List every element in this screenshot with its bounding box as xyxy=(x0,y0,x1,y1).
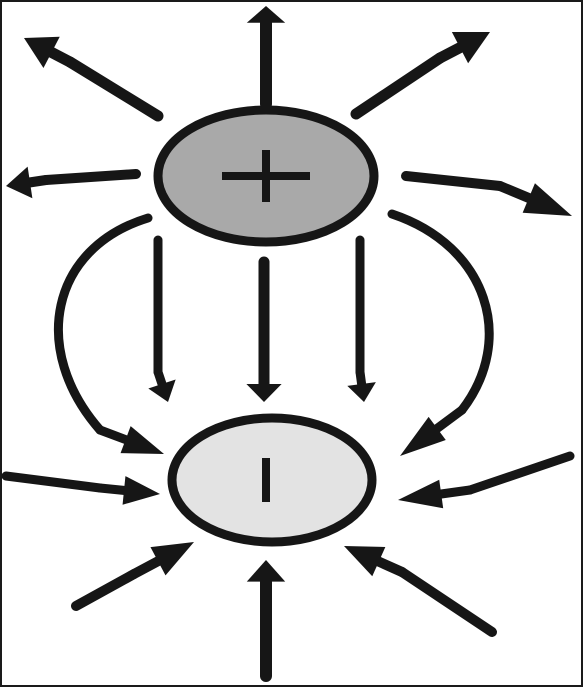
arrowhead-icon xyxy=(121,426,164,454)
field-line-left-horizontal-out xyxy=(6,167,136,199)
field-line-shaft xyxy=(392,214,489,410)
arrowhead-icon xyxy=(523,183,572,216)
field-line-top-left-diagonal-out xyxy=(24,37,158,116)
field-line-shaft xyxy=(356,58,440,114)
field-line-right-inner-line xyxy=(347,240,376,402)
negative-charge xyxy=(172,418,372,542)
field-line-left-outer-arc xyxy=(58,218,164,454)
field-line-shaft xyxy=(6,476,100,488)
arrowhead-icon xyxy=(347,382,376,402)
field-line-bottom-vertical-in xyxy=(247,560,285,676)
arrowhead-icon xyxy=(247,6,285,23)
arrowhead-icon xyxy=(150,542,194,575)
arrowhead-icon xyxy=(246,384,281,402)
arrowhead-icon xyxy=(247,560,285,582)
field-line-shaft xyxy=(58,218,148,430)
field-line-bottom-right-diagonal-in xyxy=(344,546,492,632)
field-line-bottom-right-horizontal-in xyxy=(398,456,570,508)
field-line-right-outer-arc xyxy=(392,214,489,456)
field-lines-group xyxy=(6,6,572,676)
field-line-shaft xyxy=(76,574,134,606)
field-line-shaft xyxy=(402,572,492,632)
field-line-left-inner-line xyxy=(148,240,175,402)
positive-charge xyxy=(158,110,374,242)
field-line-shaft xyxy=(70,62,158,116)
field-line-top-right-diagonal-out xyxy=(356,32,490,114)
arrowhead-icon xyxy=(398,480,443,509)
field-line-shaft xyxy=(46,174,136,180)
field-line-right-horizontal-out xyxy=(406,176,572,216)
field-line-bottom-left-horizontal-in xyxy=(6,476,160,505)
field-line-bottom-left-diagonal-in xyxy=(76,542,194,606)
arrowhead-icon xyxy=(6,167,32,199)
arrowhead-icon xyxy=(123,476,160,505)
field-line-shaft xyxy=(470,456,570,490)
negative-charge-body xyxy=(172,418,372,542)
field-line-center-line xyxy=(246,262,281,402)
field-line-shaft xyxy=(406,176,500,186)
field-line-top-vertical-out xyxy=(247,6,285,104)
